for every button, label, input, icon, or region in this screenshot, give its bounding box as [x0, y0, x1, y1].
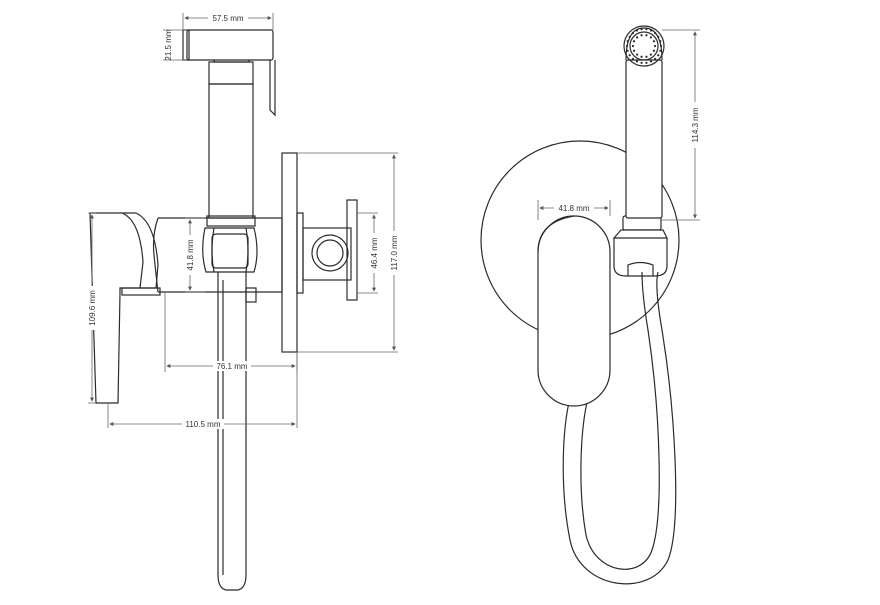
- dim-plate-height: 117.0 mm: [390, 235, 399, 270]
- nozzle-dot: [659, 44, 663, 48]
- nozzle-dot: [652, 49, 656, 52]
- wall-plate-side: [281, 152, 304, 353]
- holder-elbow-side: [202, 227, 258, 273]
- nozzle-dot: [654, 57, 657, 60]
- sprayer-head-side: [182, 29, 276, 117]
- holder-front: [612, 215, 668, 277]
- nozzle-dot: [631, 44, 635, 48]
- spray-face: [623, 25, 665, 67]
- nozzle-dot: [628, 54, 631, 57]
- valve-body-front: [537, 215, 611, 407]
- nozzle-dot: [649, 29, 653, 32]
- nozzle-dots: [625, 28, 663, 64]
- nozzle-dot: [657, 35, 660, 38]
- nozzle-dot: [625, 44, 629, 48]
- nozzle-dot: [649, 60, 653, 63]
- dim-lever-height: 109.6 mm: [88, 290, 97, 326]
- nozzle-dot: [645, 28, 648, 31]
- nozzle-dot: [657, 54, 660, 57]
- lever-side: [89, 212, 161, 404]
- dim-front-width: 41.8 mm: [558, 204, 589, 213]
- nozzle-dot: [628, 35, 631, 38]
- wall-holder-side: [302, 199, 358, 301]
- nozzle-dot: [632, 40, 636, 43]
- nozzle-dot: [640, 61, 643, 64]
- nozzle-dot: [631, 32, 634, 35]
- nozzle-dot: [632, 49, 636, 52]
- dim-body-height: 41.8 mm: [186, 239, 195, 270]
- sprayer-handle-side: [206, 60, 256, 227]
- nozzle-dot: [649, 36, 652, 39]
- nozzle-dot: [649, 53, 652, 56]
- nozzle-dot: [631, 57, 634, 60]
- nozzle-dot: [640, 34, 643, 37]
- dimension-lines: [88, 13, 700, 428]
- side-view: [89, 29, 358, 591]
- nozzle-dot: [640, 55, 643, 58]
- dim-head-width: 57.5 mm: [212, 14, 243, 23]
- nozzle-dot: [652, 40, 656, 43]
- nozzle-dot: [636, 36, 639, 39]
- nozzle-dot: [640, 28, 643, 31]
- nozzle-dot: [635, 60, 639, 63]
- sprayer-front: [623, 25, 665, 219]
- nozzle-dot: [653, 44, 657, 48]
- nozzle-dot: [645, 55, 648, 58]
- hose-front: [562, 271, 677, 585]
- nozzle-dot: [659, 49, 662, 52]
- nozzle-dot: [654, 32, 657, 35]
- dim-sprayer-length: 114.3 mm: [691, 107, 700, 142]
- front-view: [480, 25, 680, 585]
- nozzle-dot: [636, 53, 639, 56]
- dim-head-height: 21.5 mm: [164, 29, 173, 60]
- nozzle-dot: [635, 29, 639, 32]
- nozzle-dot: [645, 61, 648, 64]
- dim-total-depth: 110.5 mm: [186, 420, 221, 429]
- nozzle-dot: [645, 34, 648, 37]
- nozzle-dot: [659, 40, 662, 43]
- hose-side: [217, 272, 257, 591]
- dimension-labels: 57.5 mm 21.5 mm 41.8 mm 46.4 mm 117.0 mm…: [87, 13, 700, 429]
- dim-holder-height: 46.4 mm: [370, 237, 379, 268]
- nozzle-dot: [626, 49, 629, 52]
- dim-body-depth: 76.1 mm: [216, 362, 247, 371]
- nozzle-dot: [626, 40, 629, 43]
